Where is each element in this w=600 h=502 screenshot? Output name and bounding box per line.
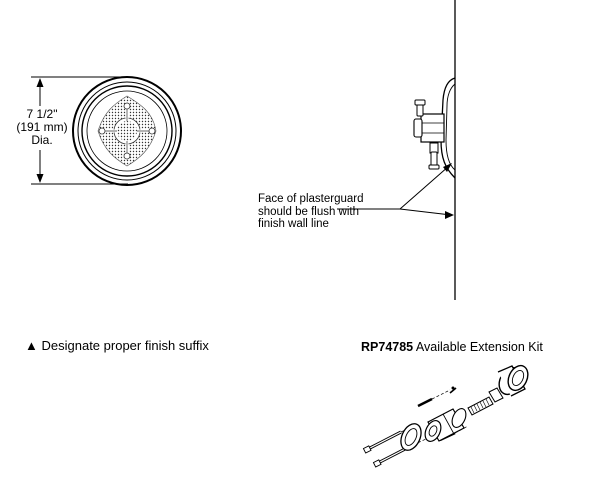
kit-extension-body <box>424 408 467 442</box>
wall-note: Face of plasterguard should be flush wit… <box>258 193 363 231</box>
extension-kit-exploded-view <box>362 364 529 468</box>
faceplate-decorative-pattern <box>97 95 157 167</box>
kit-description: Available Extension Kit <box>415 340 543 354</box>
diameter-label-unit: Dia. <box>31 133 53 147</box>
wall-note-line-1: Face of plasterguard <box>258 193 364 205</box>
finish-note: ▲ Designate proper finish suffix <box>25 339 209 352</box>
wall-note-line-3: finish wall line <box>258 218 329 230</box>
kit-part-number: RP74785 <box>361 340 414 354</box>
kit-threaded-stem <box>467 387 504 416</box>
kit-end-cap <box>497 364 529 397</box>
kit-screw <box>362 430 402 454</box>
wall-note-line-2: should be flush with <box>258 205 360 218</box>
diameter-label-mm: (191 mm) <box>16 120 68 134</box>
kit-screw <box>372 445 410 468</box>
side-view-valve <box>413 0 456 300</box>
front-view-faceplate <box>72 76 182 186</box>
wall-note-leader <box>337 163 454 219</box>
finish-note-text: Designate proper finish suffix <box>41 338 209 353</box>
diameter-label: 7 1/2" (191 mm) Dia. <box>6 108 78 147</box>
diameter-dimension-line <box>31 76 128 185</box>
extension-kit-title: RP74785 Available Extension Kit <box>361 341 543 354</box>
kit-screw <box>417 397 433 408</box>
kit-gasket-ring <box>400 423 422 451</box>
triangle-icon: ▲ <box>25 338 38 353</box>
diameter-label-inches: 7 1/2" <box>26 107 58 121</box>
